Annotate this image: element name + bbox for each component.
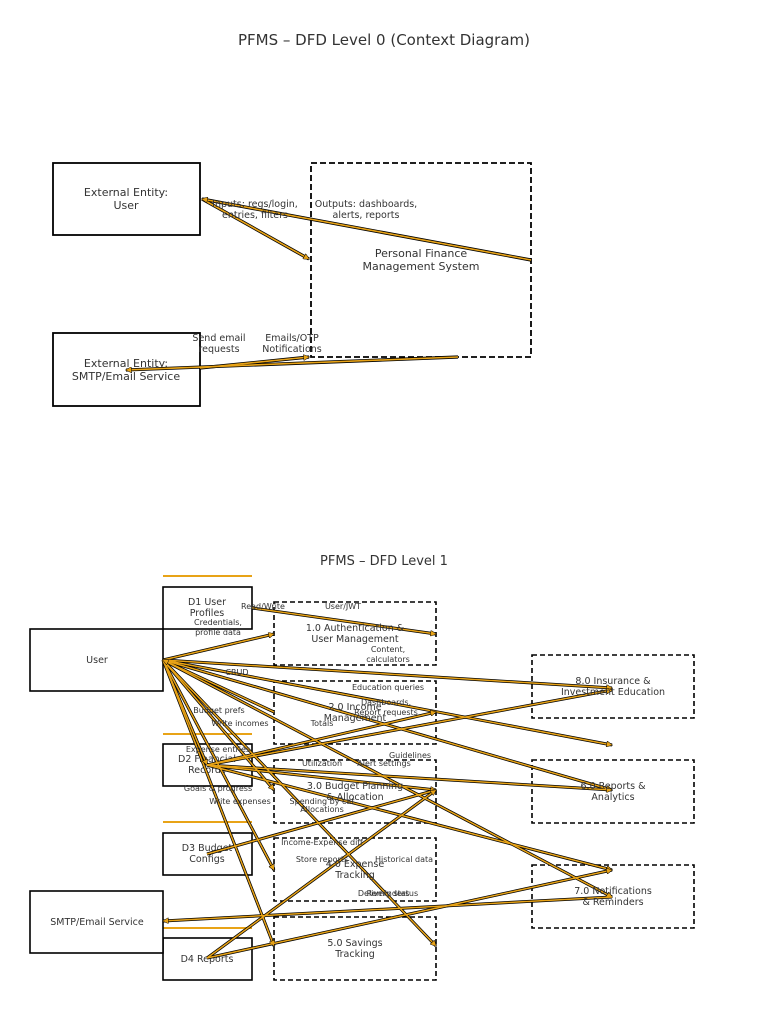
p1-line1: 1.0 Authentication & [306,623,405,634]
fl-totals: Totals [310,719,334,728]
flow-inputs-arrow [201,198,309,260]
p5-line1: 5.0 Savings [327,938,382,949]
process-8-box[interactable] [531,654,695,719]
store-bars [163,575,252,929]
d1-line2: Profiles [190,608,225,619]
fl-budget-prefs: Budget prefs [193,706,244,715]
p3-line1: 3.0 Budget Planning [307,781,403,792]
process-6-box[interactable] [531,759,695,824]
d3-line2: Configs [189,854,224,865]
p7-line1: 7.0 Notifications [574,886,652,897]
flow-outputs-arrow [202,199,532,261]
fl-allocations: Allocations [300,805,344,814]
fl-credentials-1: Credentials, [194,618,242,627]
fl-user-jwt: User/JWT [325,602,361,611]
fl-credentials-2: profile data [195,628,241,637]
flow-emails-otp-line1: Emails/OTP [265,333,319,344]
fl-content-1: Content, [371,645,405,654]
d1-line1: D1 User [188,597,226,608]
flow-inputs-line1: Inputs: regs/login, [212,199,298,210]
fl-content-2: calculators [366,655,410,664]
fl-write-incomes: Write incomes [211,719,268,728]
fl-education-queries: Education queries [352,683,424,692]
flow-emails-otp-line2: Notifications [262,344,322,355]
process-7-box[interactable] [531,864,695,929]
flow-outputs-line1: Outputs: dashboards, [315,199,417,210]
p8-line2: Investment Education [561,687,665,698]
fl-read-write: Read/Write [241,602,285,611]
p1-line2: User Management [311,634,399,645]
fl-goals: Goals & progress [184,784,252,793]
level1-entity-smtp[interactable]: SMTP/Email Service [29,890,164,954]
system-line2: Management System [363,260,480,273]
level1-title: PFMS – DFD Level 1 [320,554,448,569]
fl-store-reports: Store reports [296,855,348,864]
flow-outputs-line2: alerts, reports [333,210,400,221]
fl-guidelines: Guidelines [389,751,431,760]
fl-delivery: Delivery status [358,889,418,898]
flow-send-email-line1: Send email [192,333,245,344]
p2-line2: Management [324,713,387,724]
fl-income-expense: Income-Expense diff [281,838,363,847]
fl-reminders: Reminders [367,889,410,898]
system-line1: Personal Finance [375,247,468,260]
fl-expense-entries: Expense entries [186,745,250,754]
flow-send-email-line2: requests [198,344,239,355]
level0-entity-user[interactable]: External Entity: User [52,162,201,236]
fl-crud: CRUD [225,668,248,677]
p5-line2: Tracking [334,949,375,960]
level1-flows [163,607,612,959]
fl-dashboards-1: Dashboards, [361,698,411,707]
l1-user-label: User [86,655,108,666]
level0-system-process[interactable]: Personal Finance Management System [310,162,532,358]
fl-alert-settings: Alert settings [357,759,411,768]
p2-line1: 2.0 Income [328,702,381,713]
entity-smtp-line2: SMTP/Email Service [72,370,180,383]
fl-historical: Historical data [375,855,433,864]
p6-line2: Analytics [591,792,634,803]
level1-entity-user[interactable]: User [29,628,164,692]
flow-emails-otp-arrow [126,356,459,370]
p3-line2: & Allocation [326,792,383,803]
p6-line1: 6.0 Reports & [581,781,647,792]
process-5-box[interactable] [273,916,437,981]
entity-user-line1: External Entity: [84,186,168,199]
d4-line1: D4 Reports [181,954,234,965]
p7-line2: & Reminders [582,897,643,908]
fl-utilization: Utilization [302,759,342,768]
entity-smtp-line1: External Entity: [84,357,168,370]
entity-user-line2: User [113,199,139,212]
p4-line2: Tracking [334,870,375,881]
p8-line1: 8.0 Insurance & [575,676,651,687]
p4-line1: 4.0 Expense [326,859,385,870]
flow-inputs-line2: entries, filters [222,210,288,221]
level0-title: PFMS – DFD Level 0 (Context Diagram) [238,31,530,49]
fl-spending-cat: Spending by cat [290,797,355,806]
d3-line1: D3 Budget [182,843,233,854]
fl-dashboards-2: Report requests [354,708,418,717]
fl-write-expenses: Write expenses [209,797,271,806]
l1-smtp-label: SMTP/Email Service [50,917,144,928]
